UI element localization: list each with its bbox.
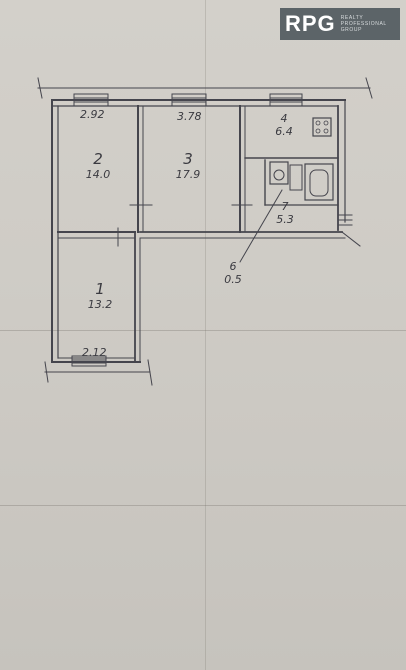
room-6-label: 6 0.5 (218, 260, 248, 286)
room-area: 5.3 (276, 213, 294, 226)
room-7-label: 7 5.3 (270, 200, 300, 226)
room-number: 1 (95, 280, 105, 298)
paper-fold (0, 330, 406, 331)
room-number: 6 (229, 260, 237, 273)
room-area: 13.2 (87, 298, 113, 311)
logo-mark: RPG (285, 11, 336, 36)
room-number: 7 (281, 200, 289, 213)
room-area: 17.9 (175, 168, 201, 181)
room-area: 0.5 (224, 273, 242, 286)
room-area: 14.0 (85, 168, 111, 181)
logo-line: GROUP (340, 27, 363, 33)
room-area: 6.4 (275, 125, 293, 138)
room-number: 2 (93, 150, 103, 168)
logo-tagline: REALTY PROFESSIONAL GROUP (341, 15, 387, 33)
room-2-label: 2 14.0 (78, 150, 118, 181)
dimension-top-middle: 3.78 (177, 110, 202, 123)
room-number: 4 (280, 112, 288, 125)
room-number: 3 (183, 150, 193, 168)
dimension-bottom: 2.12 (82, 346, 107, 359)
dimension-top-left: 2.92 (80, 108, 105, 121)
rpg-logo: RPG REALTY PROFESSIONAL GROUP (280, 8, 400, 40)
room-1-label: 1 13.2 (80, 280, 120, 311)
paper-fold (0, 505, 406, 506)
logo-line: PROFESSIONAL (340, 21, 387, 27)
room-3-label: 3 17.9 (168, 150, 208, 181)
logo-line: REALTY (340, 15, 364, 21)
room-4-label: 4 6.4 (266, 112, 302, 138)
paper-fold (205, 0, 206, 670)
